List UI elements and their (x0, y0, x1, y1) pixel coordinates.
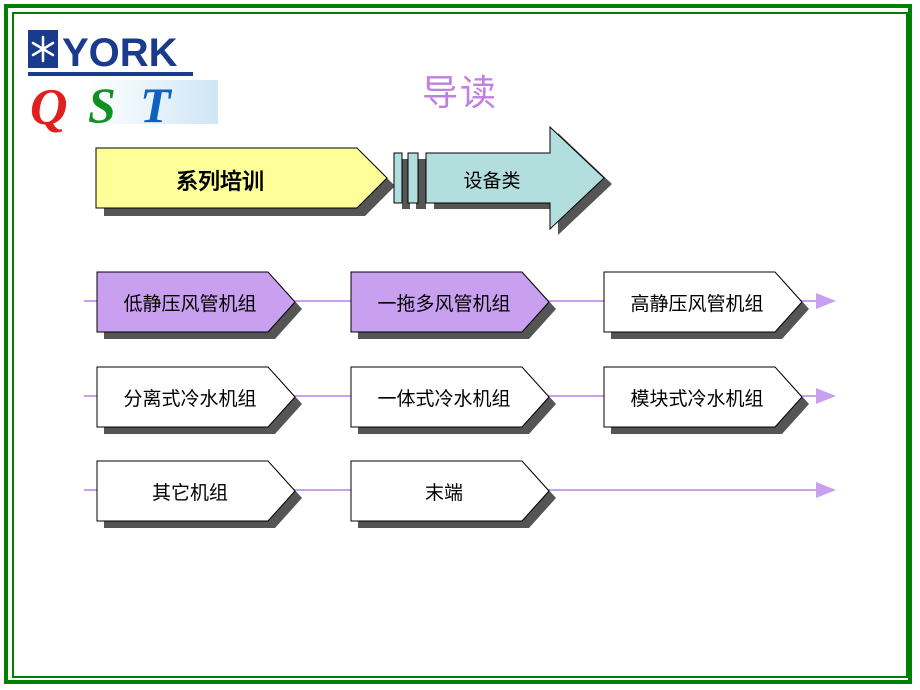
item-label: 末端 (425, 482, 463, 504)
snowflake-icon (31, 35, 55, 63)
item-high-static-duct[interactable]: 高静压风管机组 (603, 271, 809, 339)
item-modular-chiller[interactable]: 模块式冷水机组 (603, 366, 809, 434)
inner-frame (12, 12, 908, 678)
york-qst-logo: YORK Q S T (28, 28, 238, 138)
category-label: 设备类 (463, 170, 520, 192)
logo-brand: YORK (62, 31, 178, 75)
item-label: 其它机组 (152, 482, 228, 504)
item-label: 低静压风管机组 (123, 293, 256, 315)
logo-t: T (140, 77, 173, 133)
series-chevron[interactable]: 系列培训 (95, 147, 395, 216)
item-label: 分离式冷水机组 (123, 388, 256, 410)
item-low-static-duct[interactable]: 低静压风管机组 (96, 271, 302, 339)
page-title: 导读 (421, 73, 498, 114)
logo-q: Q (30, 79, 68, 136)
outer-frame (4, 4, 912, 684)
item-label: 模块式冷水机组 (630, 388, 763, 410)
item-terminal-units[interactable]: 末端 (350, 460, 556, 528)
item-label: 一拖多风管机组 (377, 293, 510, 315)
item-multi-split-duct[interactable]: 一拖多风管机组 (350, 271, 556, 339)
logo-s: S (88, 77, 116, 133)
item-label: 一体式冷水机组 (377, 388, 510, 410)
category-arrow[interactable]: 设备类 (393, 125, 612, 235)
item-split-chiller[interactable]: 分离式冷水机组 (96, 366, 302, 434)
item-label: 高静压风管机组 (630, 293, 763, 315)
item-packaged-chiller[interactable]: 一体式冷水机组 (350, 366, 556, 434)
item-other-units[interactable]: 其它机组 (96, 460, 302, 528)
series-label: 系列培训 (176, 169, 264, 195)
